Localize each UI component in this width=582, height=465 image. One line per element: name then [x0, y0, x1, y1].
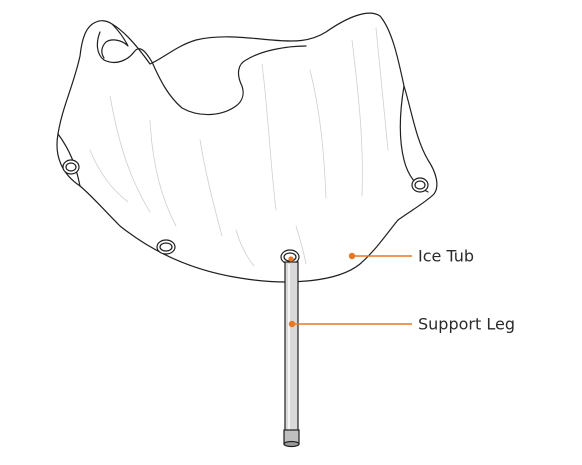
ice-tub-fold-lines: [89, 27, 389, 267]
callout-support-leg-label: Support Leg: [418, 315, 515, 334]
grommet-left: [62, 159, 80, 175]
support-leg-foot-cap: [283, 440, 300, 448]
grommets: [62, 159, 429, 265]
support-leg: [283, 261, 300, 448]
ice-tub-right-seam: [399, 85, 429, 193]
ice-tub: [56, 12, 438, 283]
callout-support-leg-dot: [288, 320, 296, 328]
ice-tub-outline: [56, 12, 438, 283]
callout-ice-tub-dot: [348, 252, 356, 260]
support-leg-tube: [284, 261, 299, 433]
ice-tub-left-seam: [57, 133, 81, 187]
ice-tub-inner-fold: [96, 31, 307, 116]
grommet-right: [411, 177, 429, 193]
ice-tub-left-flap: [101, 23, 129, 59]
callout-support-leg: Support Leg: [288, 315, 515, 334]
leg-attachment-dot: [288, 256, 294, 262]
grommet-bottom-left: [156, 239, 176, 255]
callout-ice-tub: Ice Tub: [348, 247, 474, 266]
callout-ice-tub-label: Ice Tub: [418, 247, 474, 266]
